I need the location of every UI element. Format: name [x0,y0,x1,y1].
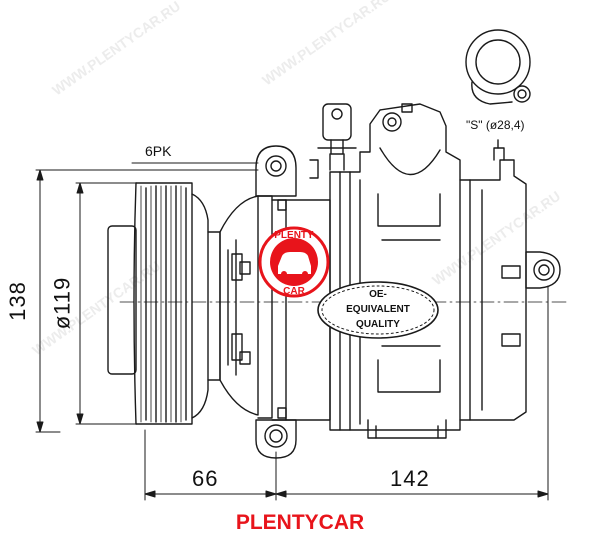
electrical-connector [309,103,357,179]
belt-type-label: 6PK [145,143,172,159]
footer-brand: PLENTYCAR [235,511,365,534]
clutch-housing [219,195,331,421]
pulley-diameter-dimension: ø119 [49,276,75,330]
quality-seal-line2: EQUIVALENT [346,304,410,315]
port-s-callout: "S" (ø28,4) [466,118,525,132]
quality-seal-line3: QUALITY [356,319,400,330]
dimension-lines [35,162,571,501]
badge-bottom-text: CAR [283,286,305,297]
plentycar-badge: PLENTY CAR [258,226,330,298]
badge-top-text: PLENTY [274,230,314,241]
overall-height-dimension: 138 [4,281,30,321]
car-icon [278,252,311,274]
quality-seal-line1: OE- [369,289,387,300]
pulley-offset-dimension: 66 [192,466,219,491]
compressor-body [329,103,461,439]
upper-mount-ear [255,145,297,197]
pulley [107,182,221,425]
port-s-detail [465,29,531,105]
quality-seal-outline [317,281,439,339]
rear-housing [459,139,561,421]
body-length-dimension: 142 [390,466,430,491]
